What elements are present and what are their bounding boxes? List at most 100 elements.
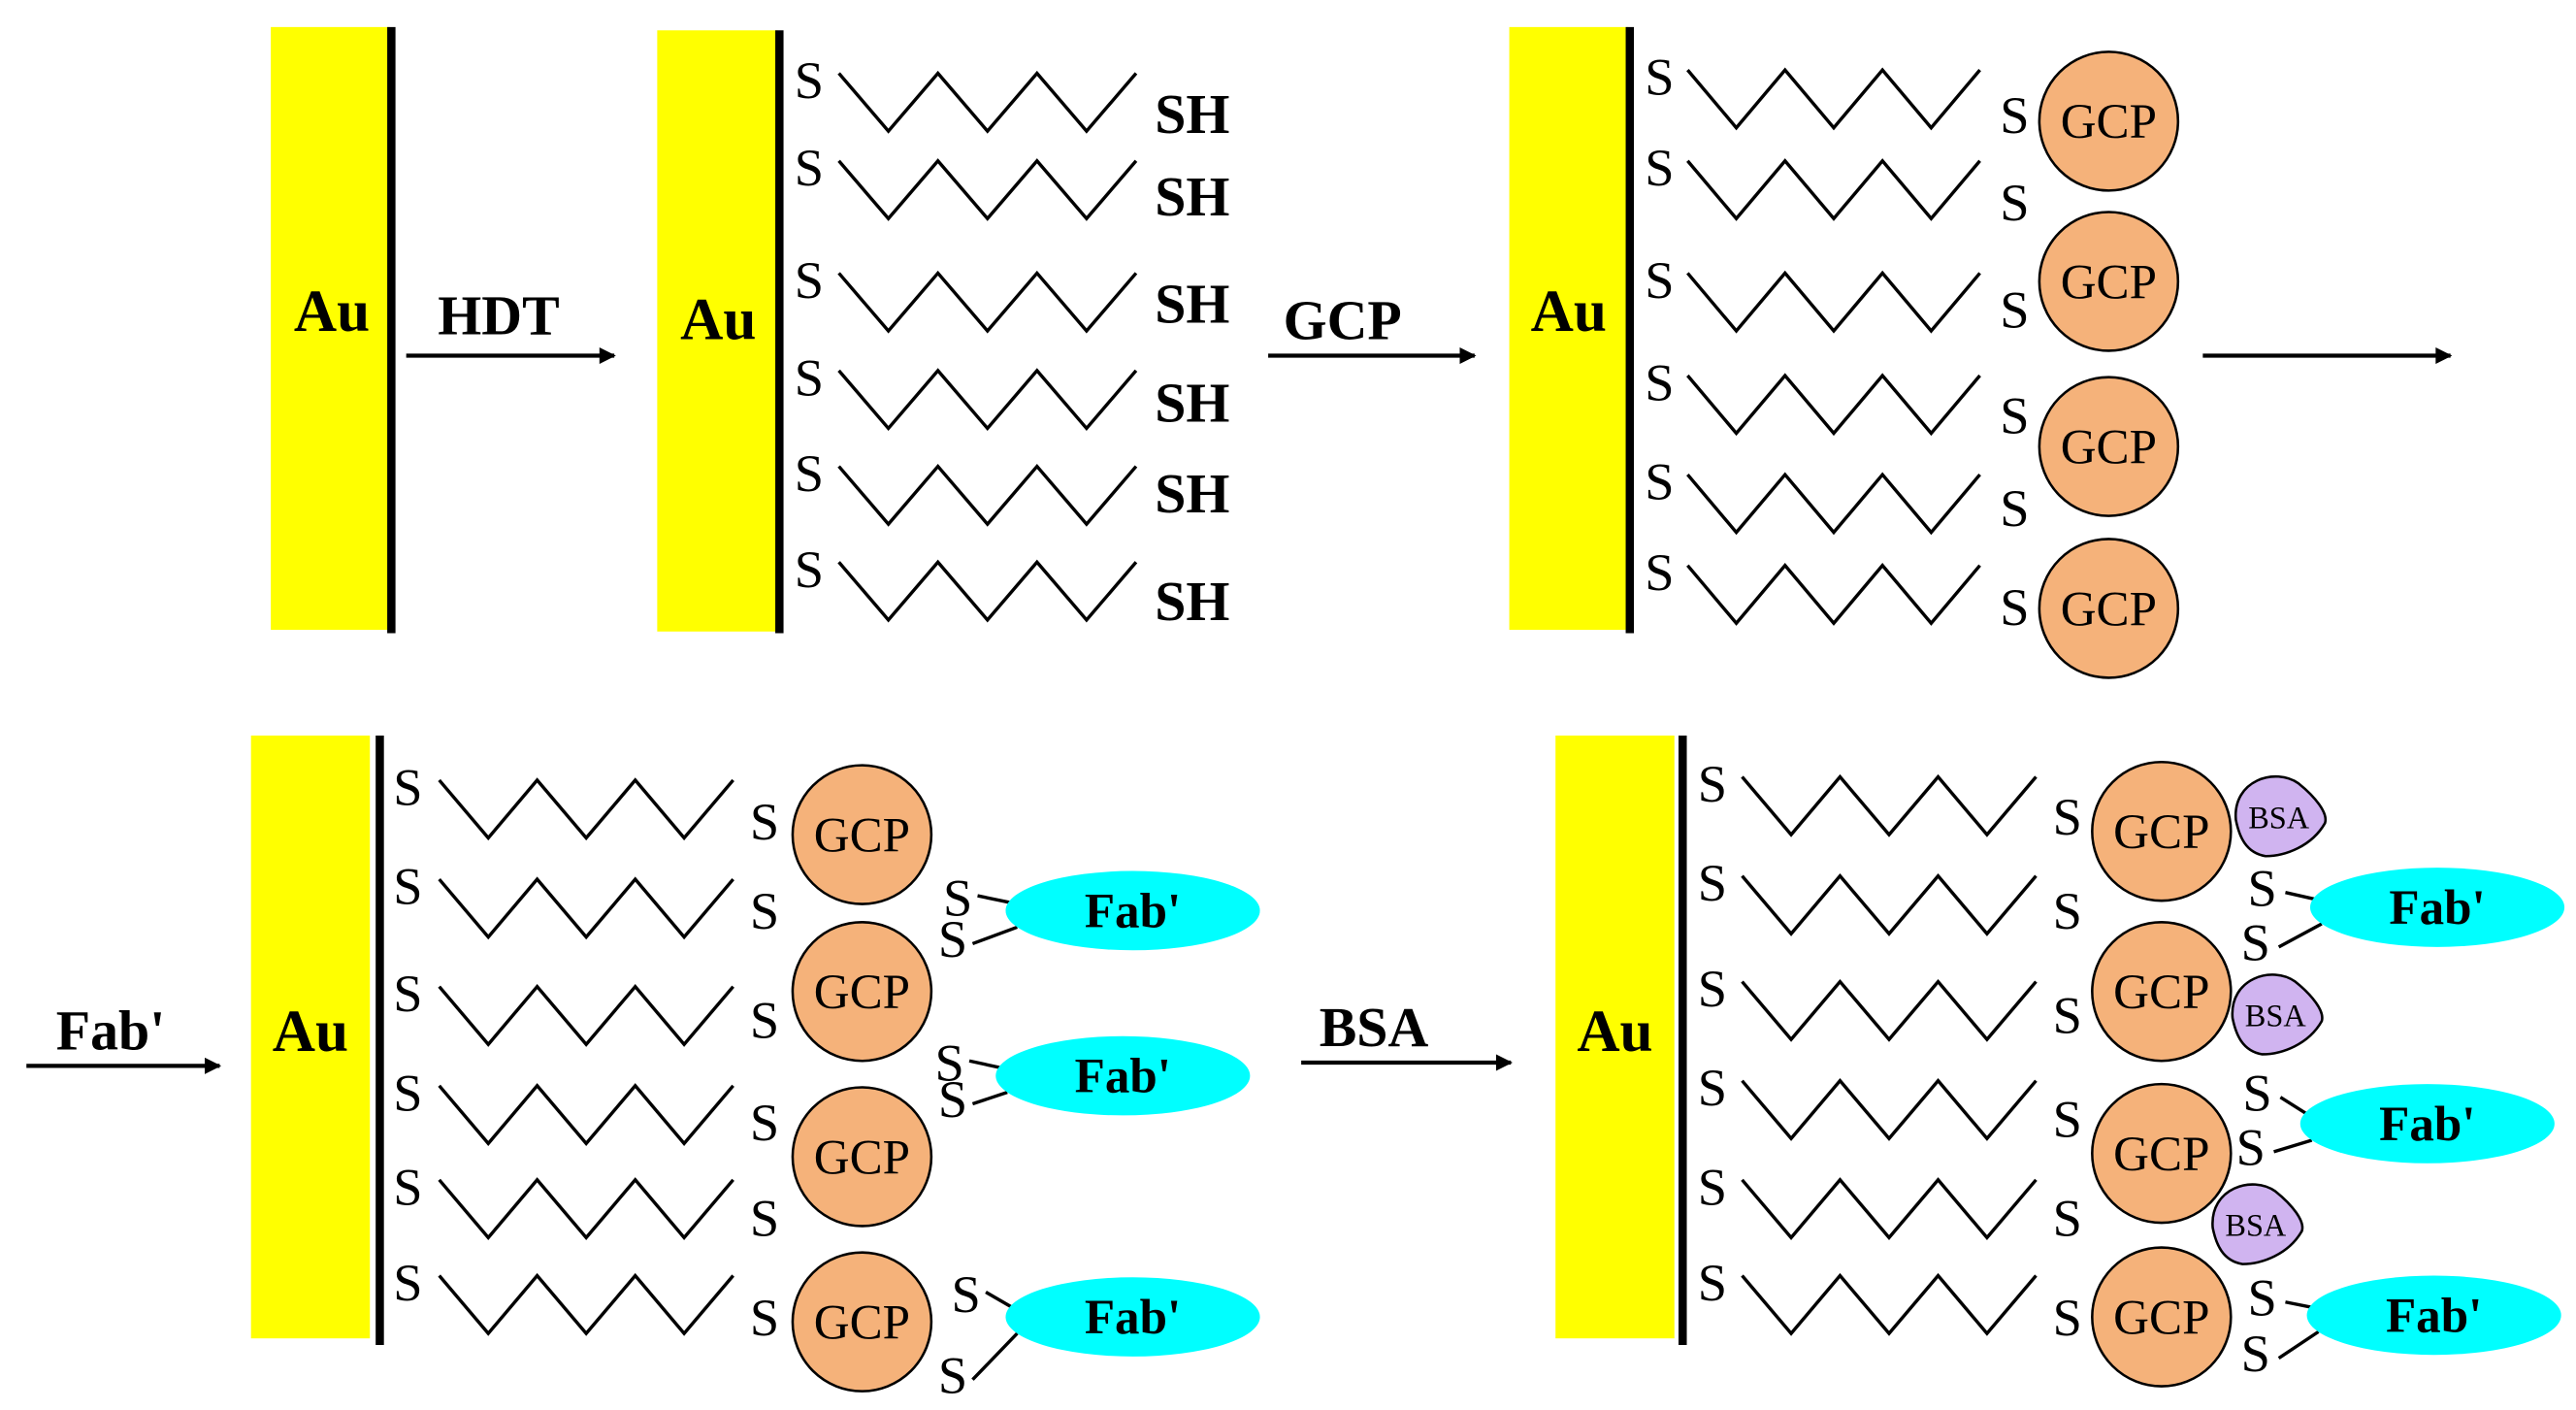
gcp-particle <box>2091 1082 2233 1225</box>
sulfur-atom: S <box>938 909 967 968</box>
step-label-fab: Fab' <box>56 999 166 1062</box>
sulfur-atom: S <box>2000 85 2029 145</box>
alkyl-chain <box>438 1177 734 1241</box>
arrow-step-bsa: BSA <box>1301 996 1513 1071</box>
gcp-label: GCP <box>814 1131 910 1185</box>
sulfur-atom: S <box>938 1345 967 1404</box>
fab-fragment <box>995 1035 1251 1116</box>
thiol-group: SH <box>1155 273 1229 336</box>
alkyl-chain <box>837 158 1138 221</box>
alkyl-chain <box>837 270 1138 334</box>
sulfur-atom: S <box>2000 280 2029 340</box>
sulfur-atom: S <box>2053 787 2082 846</box>
gcp-particle <box>2091 1246 2233 1388</box>
gcp-label: GCP <box>2061 421 2157 475</box>
gcp-label: GCP <box>2113 1291 2209 1345</box>
sulfur-atom: S <box>934 1033 963 1093</box>
sulfur-atom: S <box>1645 542 1674 602</box>
bsa-label: BSA <box>2248 800 2310 835</box>
disulfide-link <box>2273 1138 2313 1154</box>
sulfur-atom: S <box>393 1253 422 1312</box>
sulfur-atom: S <box>795 138 824 197</box>
disulfide-link <box>971 1090 1008 1106</box>
alkyl-chain <box>1741 1272 2038 1336</box>
alkyl-chain <box>438 984 734 1047</box>
sulfur-atom: S <box>1645 352 1674 411</box>
sulfur-atom: S <box>943 868 972 927</box>
gcp-particle-group: GCP GCP GCP GCP <box>2038 50 2180 679</box>
alkyl-chain <box>837 368 1138 432</box>
sulfur-atom: S <box>795 250 824 310</box>
alkyl-chain <box>438 777 734 841</box>
fab-fragment <box>2306 1275 2561 1356</box>
sulfur-atom: S <box>2053 985 2082 1044</box>
alkyl-chain <box>1686 472 1981 536</box>
thiol-group: SH <box>1155 82 1229 146</box>
alkyl-chain <box>1686 373 1981 437</box>
gold-electrode <box>1509 26 1629 631</box>
alkyl-chain <box>1686 270 1981 334</box>
fab-fragment <box>2309 868 2565 947</box>
gcp-particle <box>2038 538 2180 679</box>
gold-electrode <box>250 735 371 1339</box>
alkyl-chain <box>837 559 1138 623</box>
gcp-label: GCP <box>2113 805 2209 860</box>
gcp-particle <box>2038 50 2180 192</box>
sulfur-atom: S <box>938 1069 967 1129</box>
bsa-label: BSA <box>2245 999 2307 1033</box>
gcp-label: GCP <box>2061 255 2157 310</box>
sulfur-atom: S <box>795 540 824 599</box>
disulfide-link <box>971 925 1018 946</box>
gcp-label: GCP <box>814 808 910 863</box>
fab-label: Fab' <box>2379 1098 2475 1152</box>
fab-label: Fab' <box>1085 884 1181 938</box>
gcp-particle <box>2091 760 2233 902</box>
gcp-label: GCP <box>2061 582 2157 637</box>
sulfur-atom: S <box>795 50 824 110</box>
sulfur-atom: S <box>750 792 779 851</box>
sulfur-atom: S <box>750 1093 779 1152</box>
sulfur-atom: S <box>750 990 779 1049</box>
sulfur-atom: S <box>1698 959 1727 1018</box>
alkyl-chain <box>1686 563 1981 626</box>
sulfur-atom: S <box>1698 1253 1727 1312</box>
sulfur-atom: S <box>393 857 422 916</box>
step-label-bsa: BSA <box>1320 996 1429 1059</box>
sulfur-atom: S <box>2053 1189 2082 1248</box>
sulfur-atom: S <box>2241 912 2270 971</box>
sulfur-atom: S <box>795 347 824 407</box>
alkyl-chain <box>438 1083 734 1146</box>
sulfur-atom: S <box>2236 1117 2266 1176</box>
sulfur-atom: S <box>2000 478 2029 538</box>
sulfur-atom: S <box>2242 1063 2271 1122</box>
arrow-step-fab: Fab' <box>26 999 222 1074</box>
fab-fragment <box>1005 870 1260 951</box>
gcp-particle <box>2091 921 2233 1063</box>
sulfur-atom: S <box>750 1288 779 1347</box>
alkyl-chain <box>1741 773 2038 837</box>
gcp-particle <box>791 1086 933 1228</box>
sulfur-atom: S <box>1645 452 1674 511</box>
sulfur-atom: S <box>1698 1157 1727 1216</box>
fab-label: Fab' <box>2389 881 2485 935</box>
thiol-group: SH <box>1155 570 1229 633</box>
gcp-particle <box>791 1251 933 1393</box>
alkyl-chain <box>1741 1078 2038 1141</box>
gcp-particle <box>791 764 933 905</box>
disulfide-link <box>971 1331 1019 1381</box>
gcp-label: GCP <box>2061 95 2157 149</box>
gcp-particle <box>2038 376 2180 517</box>
alkyl-chain <box>438 1272 734 1336</box>
arrow-step-gcp: GCP <box>1268 289 1477 365</box>
gold-label: Au <box>1531 279 1607 344</box>
gcp-label: GCP <box>814 966 910 1020</box>
